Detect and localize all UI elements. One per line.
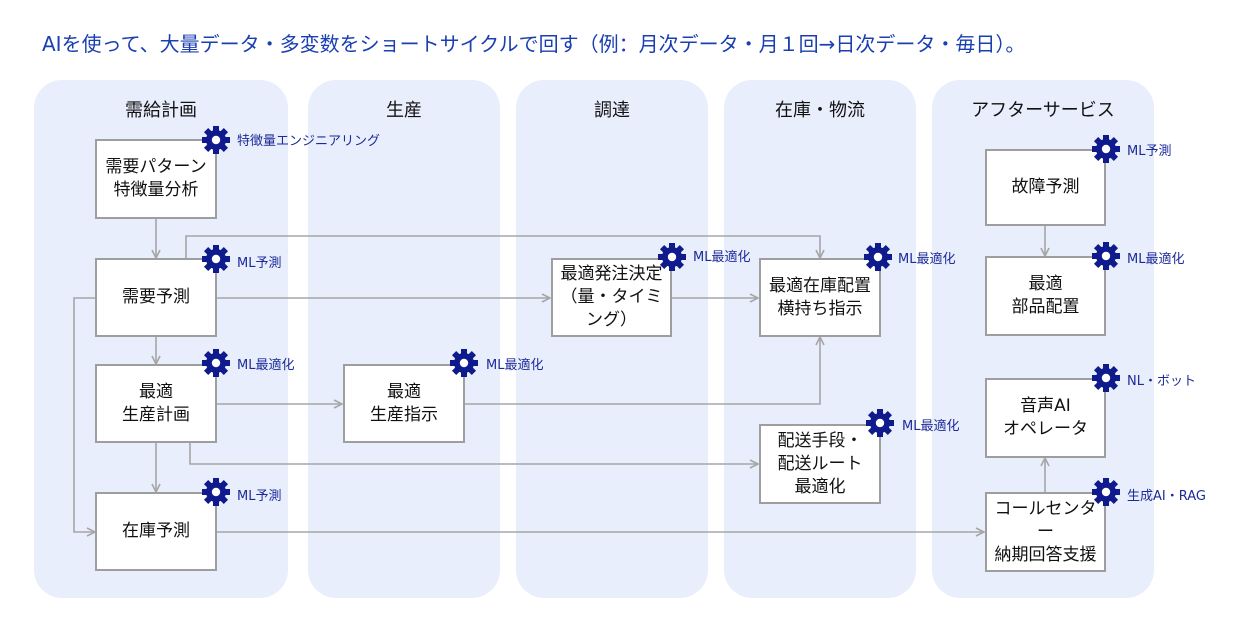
gear-icon: [1091, 241, 1121, 271]
gear-icon: [449, 348, 479, 378]
box-inventory-forecast: 在庫予測: [95, 492, 217, 571]
gear-icon: [201, 477, 231, 507]
box-failure-prediction: 故障予測: [985, 149, 1106, 226]
connector-instruction-to-allocation: [465, 337, 820, 405]
box-production-plan: 最適 生産計画: [95, 364, 217, 443]
box-demand-forecast: 需要予測: [95, 258, 217, 337]
tag-ml-optimization: ML最適化: [1127, 252, 1185, 267]
gear-icon: [1091, 363, 1121, 393]
lane-title-demand-planning: 需給計画: [125, 100, 197, 121]
tag-ml-optimization: ML最適化: [898, 252, 956, 267]
tag-feature-engineering: 特徴量エンジニアリング: [237, 134, 381, 149]
box-inventory-allocation: 最適在庫配置 横持ち指示: [759, 258, 881, 337]
connector-forecast-to-stock-forecast: [73, 297, 95, 532]
lane-title-after-sales: アフターサービス: [971, 100, 1115, 121]
box-demand-pattern-analysis: 需要パターン 特徴量分析: [95, 139, 217, 219]
lane-title-inventory-logistics: 在庫・物流: [775, 100, 865, 121]
gear-icon: [1091, 134, 1121, 164]
lane-title-production: 生産: [386, 100, 422, 121]
gear-icon: [1091, 477, 1121, 507]
gear-icon: [201, 348, 231, 378]
gear-icon: [863, 242, 893, 272]
tag-generative-ai-rag: 生成AI・RAG: [1127, 489, 1206, 504]
box-production-instruction: 最適 生産指示: [343, 364, 465, 443]
lane-production: [308, 80, 500, 598]
gear-icon: [201, 125, 231, 155]
tag-ml-optimization: ML最適化: [902, 419, 960, 434]
gear-icon: [657, 242, 687, 272]
gear-icon: [201, 244, 231, 274]
box-parts-allocation: 最適 部品配置: [985, 256, 1106, 336]
tag-ml-optimization: ML最適化: [693, 250, 751, 265]
tag-ml-prediction: ML予測: [237, 256, 282, 271]
tag-ml-optimization: ML最適化: [486, 358, 544, 373]
box-voice-ai-operator: 音声AI オペレータ: [985, 378, 1106, 458]
box-delivery-optimization: 配送手段・ 配送ルート 最適化: [759, 424, 881, 504]
tag-ml-prediction: ML予測: [237, 489, 282, 504]
connector-plan-to-delivery: [189, 443, 758, 464]
tag-nl-bot: NL・ボット: [1127, 374, 1196, 389]
lane-procurement: [516, 80, 708, 598]
tag-ml-optimization: ML最適化: [237, 358, 295, 373]
gear-icon: [865, 408, 895, 438]
headline: AIを使って、大量データ・多変数をショートサイクルで回す（例：月次データ・月１回…: [42, 32, 1026, 56]
lane-title-procurement: 調達: [594, 100, 630, 121]
tag-ml-prediction: ML予測: [1127, 144, 1172, 159]
box-call-center-support: コールセンター 納期回答支援: [985, 492, 1106, 572]
box-order-decision: 最適発注決定 （量・タイミング）: [551, 258, 672, 337]
connector-forecast-to-allocation: [185, 235, 820, 258]
